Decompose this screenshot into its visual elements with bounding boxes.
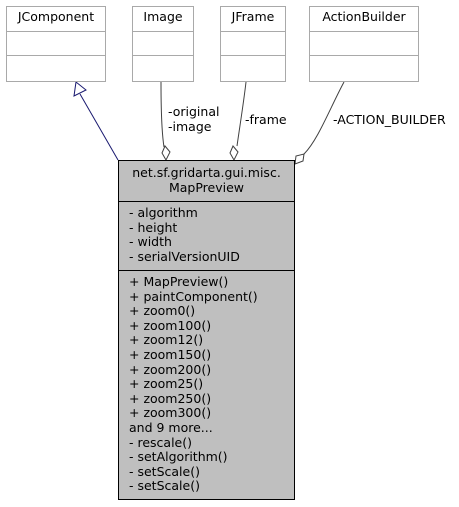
operation-row: + zoom300(): [129, 405, 212, 421]
inheritance-arrowhead: [73, 81, 87, 97]
class-mappreview-title: net.sf.gridarta.gui.misc. MapPreview: [119, 161, 294, 202]
class-jcomponent-operations: [7, 56, 105, 81]
operation-row: - setAlgorithm(): [129, 449, 228, 465]
action-builder-aggregation-diamond: [294, 153, 305, 165]
class-image[interactable]: Image: [132, 6, 194, 82]
attribute-row: - height: [129, 219, 178, 235]
operation-row: - rescale(): [129, 434, 193, 450]
image-aggregation-diamond: [161, 145, 171, 162]
action-builder-association-edge: [303, 81, 345, 155]
class-image-attributes: [133, 32, 193, 56]
class-mappreview[interactable]: net.sf.gridarta.gui.misc. MapPreview - a…: [118, 160, 295, 500]
class-image-name: Image: [133, 7, 193, 32]
operation-row: + zoom12(): [129, 332, 204, 348]
operation-row: + zoom200(): [129, 361, 212, 377]
operation-row: + zoom25(): [129, 376, 204, 392]
edge-label-action-builder: -ACTION_BUILDER: [333, 112, 446, 127]
operation-row: + zoom0(): [129, 303, 196, 319]
class-mappreview-operations: + MapPreview() + paintComponent() + zoom…: [119, 271, 294, 494]
attribute-row: - algorithm: [129, 205, 198, 220]
attribute-row: - width: [129, 234, 172, 250]
operation-row: + MapPreview(): [129, 274, 229, 289]
class-actionbuilder-name: ActionBuilder: [310, 7, 418, 32]
class-image-operations: [133, 56, 193, 81]
inheritance-edge: [79, 93, 119, 161]
class-mappreview-attributes: - algorithm - height - width - serialVer…: [119, 202, 294, 271]
class-jframe-name: JFrame: [221, 7, 285, 32]
operation-row: - setScale(): [129, 463, 200, 479]
operation-row: + paintComponent(): [129, 288, 258, 304]
class-jframe[interactable]: JFrame: [220, 6, 286, 82]
class-actionbuilder-attributes: [310, 32, 418, 56]
more-operations-row: and 9 more...: [129, 419, 213, 435]
frame-association-edge: [236, 81, 247, 147]
class-jcomponent-name: JComponent: [7, 7, 105, 32]
edge-label-frame: -frame: [245, 112, 287, 127]
class-jframe-operations: [221, 56, 285, 81]
image-association-edge: [160, 81, 165, 148]
class-jcomponent[interactable]: JComponent: [6, 6, 106, 82]
attribute-row: - serialVersionUID: [129, 248, 240, 264]
frame-aggregation-diamond: [229, 145, 239, 162]
edge-label-image: -image: [168, 119, 212, 134]
operation-row: + zoom100(): [129, 317, 212, 333]
class-mappreview-package: net.sf.gridarta.gui.misc.: [132, 165, 281, 180]
operation-row: + zoom150(): [129, 346, 212, 362]
operation-row: + zoom250(): [129, 390, 212, 406]
class-jframe-attributes: [221, 32, 285, 56]
edge-label-original: -original: [168, 104, 220, 119]
operation-row: - setScale(): [129, 478, 200, 494]
class-jcomponent-attributes: [7, 32, 105, 56]
class-mappreview-name: MapPreview: [168, 180, 245, 195]
class-actionbuilder[interactable]: ActionBuilder: [309, 6, 419, 82]
class-actionbuilder-operations: [310, 56, 418, 81]
